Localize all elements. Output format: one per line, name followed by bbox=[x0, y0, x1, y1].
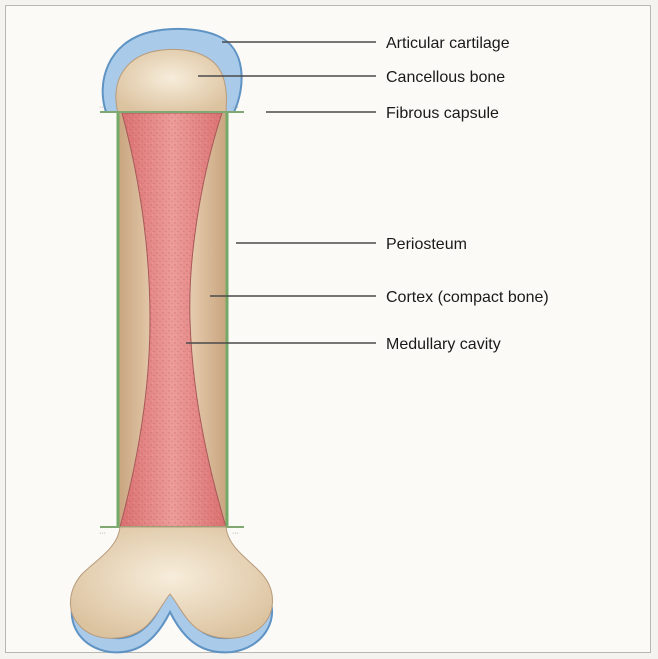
label-articular-cartilage: Articular cartilage bbox=[386, 35, 510, 52]
capsule-dots-bl: ··· bbox=[99, 530, 106, 537]
capsule-dots-tl: ··· bbox=[99, 104, 106, 111]
bottom-epiphysis bbox=[70, 527, 272, 638]
label-cortex: Cortex (compact bone) bbox=[386, 289, 549, 306]
capsule-dots-tr: ··· bbox=[232, 104, 239, 111]
label-cancellous-bone: Cancellous bone bbox=[386, 69, 505, 86]
label-periosteum: Periosteum bbox=[386, 236, 467, 253]
label-medullary-cavity: Medullary cavity bbox=[386, 336, 501, 353]
capsule-dots-br: ··· bbox=[232, 530, 239, 537]
label-fibrous-capsule: Fibrous capsule bbox=[386, 105, 499, 122]
